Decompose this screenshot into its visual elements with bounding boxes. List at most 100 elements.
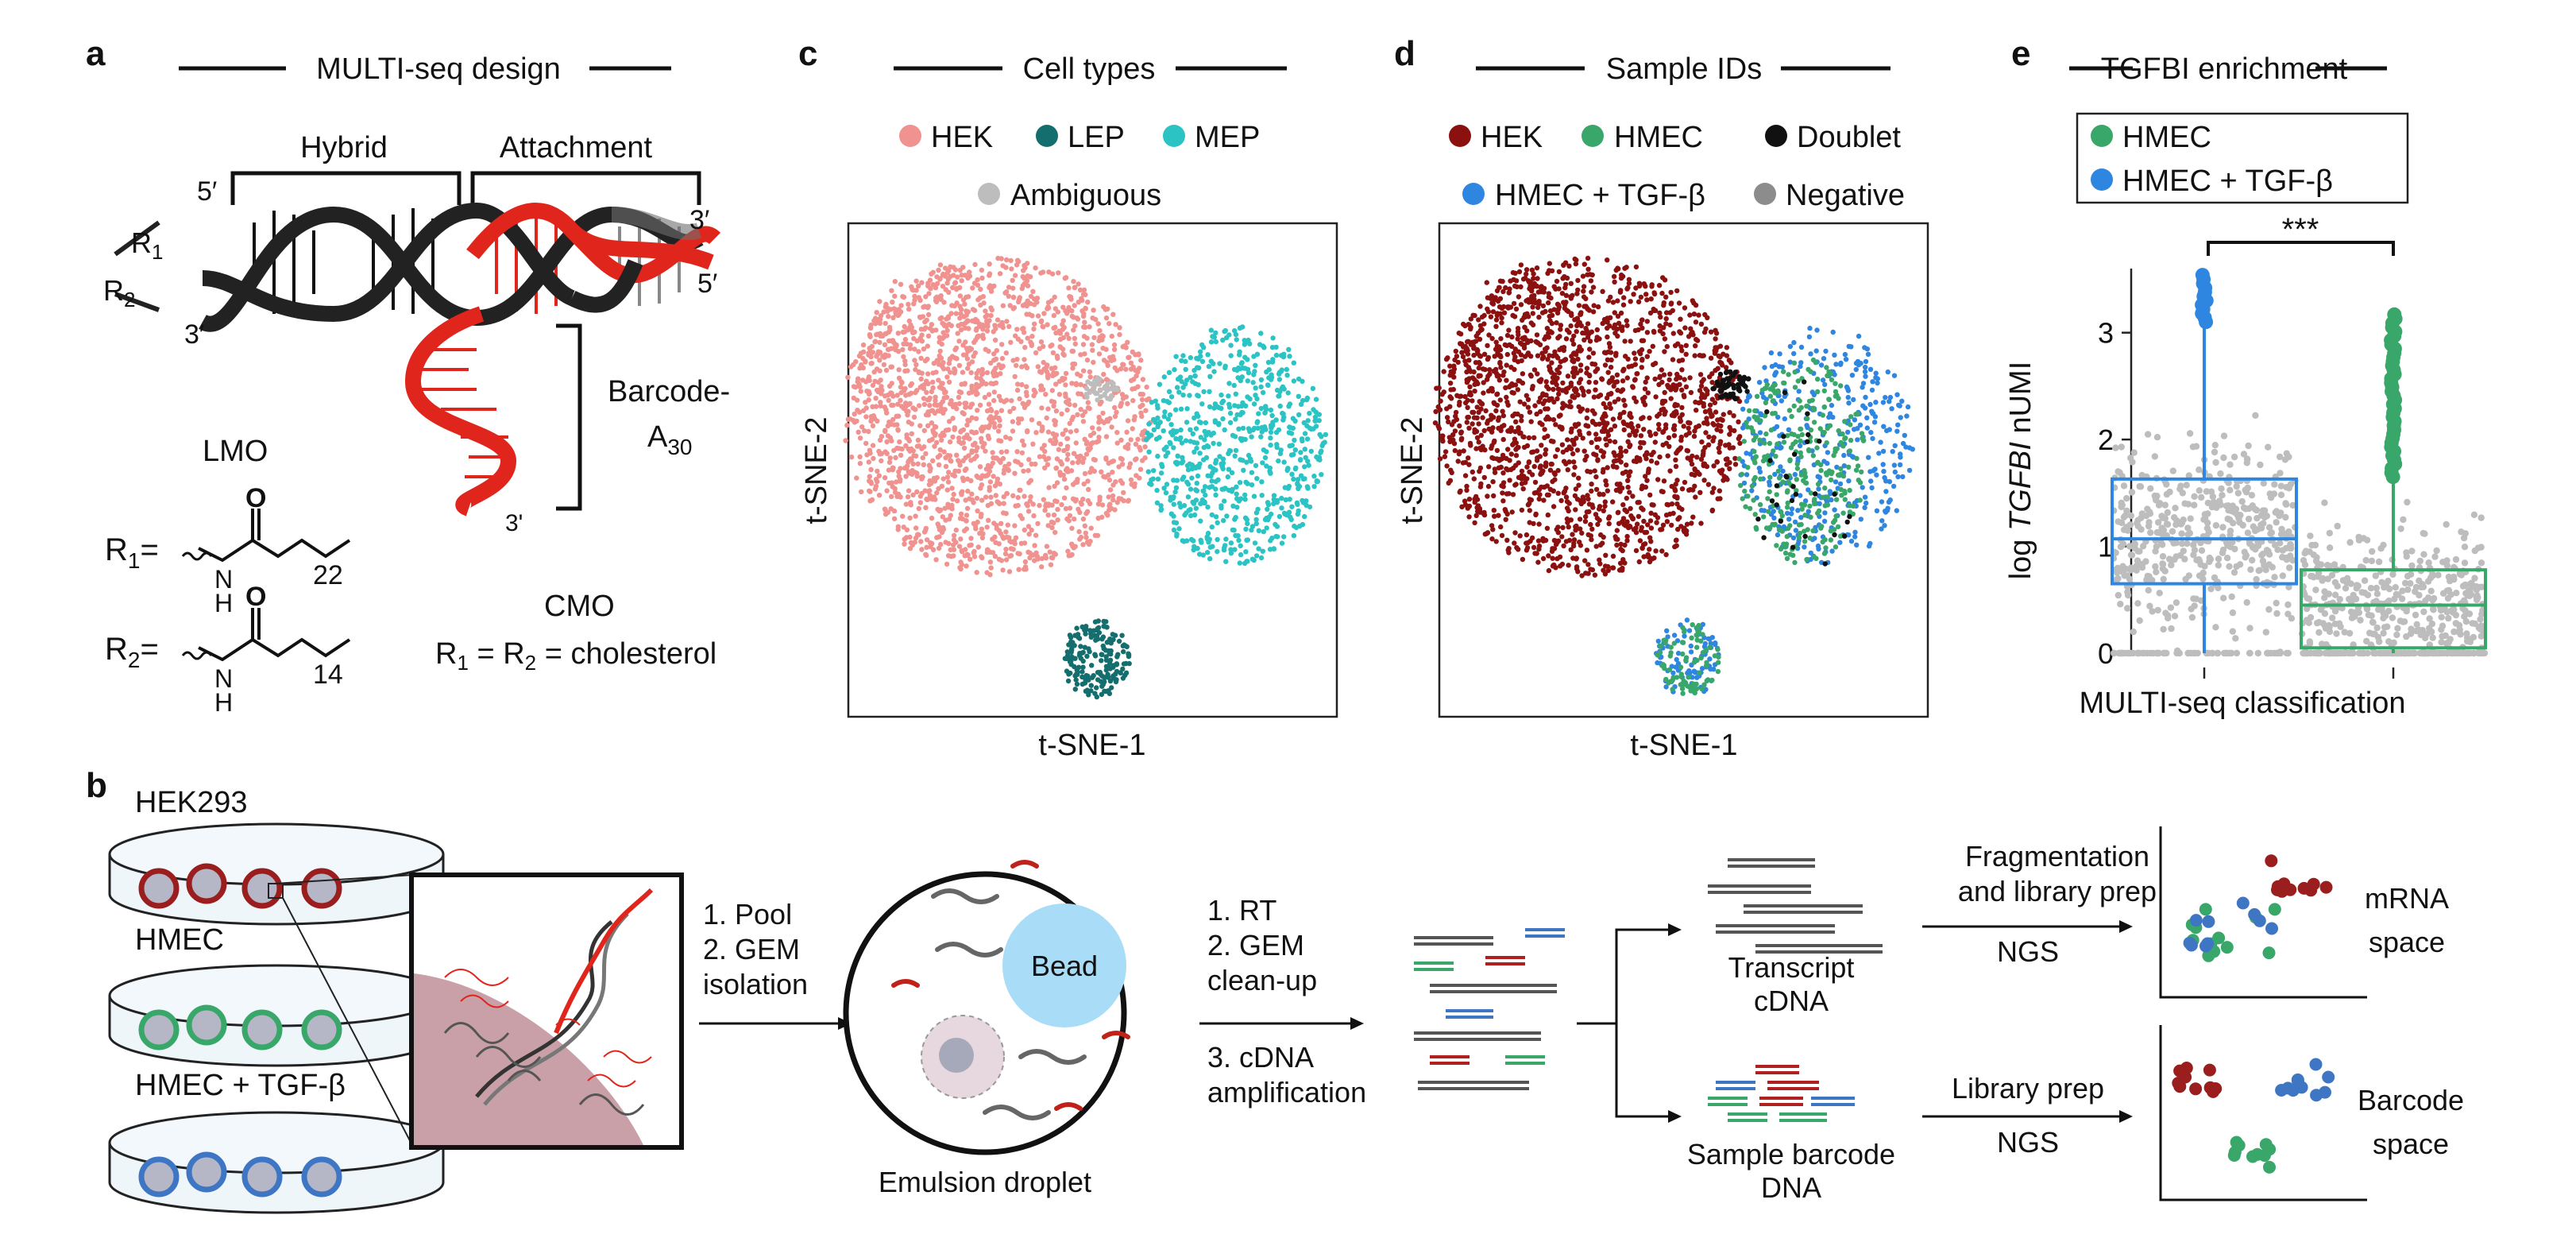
tsne-point-hek xyxy=(1587,346,1593,352)
tsne-point-hek xyxy=(1083,451,1090,457)
tsne-point-hek xyxy=(951,273,956,278)
tsne-point-hek xyxy=(930,379,936,385)
tsne-point-mep xyxy=(1289,471,1295,477)
tsne-point-hek xyxy=(869,361,875,366)
tsne-point-hek xyxy=(962,301,967,307)
tsne-point-hek xyxy=(1652,512,1658,517)
tsne-point-hek xyxy=(1453,413,1458,419)
tsne-point-hek xyxy=(1080,419,1087,424)
tsne-point-hek xyxy=(987,479,994,485)
tsne-point-hek xyxy=(892,279,898,284)
tsne-point-hek xyxy=(1519,418,1524,424)
tsne-point-hek xyxy=(972,350,979,356)
tsne-point-hek xyxy=(996,438,1002,443)
tsne-point-hek xyxy=(1638,433,1644,439)
tsne-point-mep xyxy=(1207,389,1212,394)
tsne-point-hek xyxy=(978,514,984,520)
tsne-point-hek xyxy=(904,465,910,470)
tsne-point-hek xyxy=(890,315,896,320)
tsne-point-hek xyxy=(1007,435,1013,442)
tsne-point-mep xyxy=(1260,460,1265,466)
tsne-point-hek xyxy=(1578,311,1584,317)
tsne-point-hek xyxy=(1580,330,1585,336)
tsne-point-hek xyxy=(878,313,884,319)
tsne-point-hek xyxy=(1709,413,1715,419)
tsne-point-mep xyxy=(1261,528,1267,535)
tsne-point-hek xyxy=(1618,275,1624,281)
tsne-point-hek xyxy=(1572,317,1578,323)
tsne-point-hek xyxy=(1624,462,1629,468)
tsne-point-hek xyxy=(1560,380,1566,386)
tsne-point-hek xyxy=(1505,428,1511,434)
tsne-point-hek xyxy=(1560,400,1566,406)
tsne-point-hek xyxy=(1598,532,1604,538)
tsne-point-hek xyxy=(1645,522,1651,528)
tsne-point-hek xyxy=(1693,319,1699,325)
tsne-point-mep xyxy=(1286,346,1292,352)
tsne-point-hek xyxy=(1462,498,1468,504)
tsne-point-hek xyxy=(1636,424,1641,429)
tsne-point-lep xyxy=(1106,648,1112,654)
tsne-point-hek xyxy=(913,525,919,531)
tsne-point-mep xyxy=(1215,548,1220,555)
tsne-point-mep xyxy=(1211,335,1218,340)
tsne-point-hek xyxy=(960,458,966,463)
tsne-point-hmec-tgfb xyxy=(1795,508,1801,513)
tsne-point-hek xyxy=(1613,487,1620,493)
tsne-point-hek xyxy=(912,358,917,363)
tsne-point-hek xyxy=(1534,265,1540,271)
tsne-point-hek xyxy=(1543,379,1549,385)
tsne-point-hek xyxy=(1060,318,1067,323)
tsne-point-hmec-tgfb xyxy=(1883,395,1888,400)
legend-label-hmec-d: HMEC xyxy=(1614,121,1703,154)
tsne-point-hek xyxy=(1644,451,1650,457)
tsne-point-mep xyxy=(1281,534,1287,540)
tsne-point-hek xyxy=(1555,386,1562,392)
tsne-point-hek xyxy=(1074,315,1080,321)
tsne-point-hek xyxy=(886,397,891,403)
tsne-point-hek xyxy=(962,381,967,387)
tsne-point-hek xyxy=(1531,520,1536,527)
tsne-point-hmec-tgfb xyxy=(1775,414,1781,420)
tsne-point-hek xyxy=(1651,291,1658,297)
tsne-point-hek xyxy=(1644,478,1650,483)
tsne-point-hek xyxy=(1665,453,1670,458)
tsne-point-hek xyxy=(991,389,998,395)
tsne-point-hek xyxy=(1727,466,1732,472)
tsne-point-hek xyxy=(1651,329,1657,335)
tsne-point-hek xyxy=(1612,279,1617,285)
tsne-point-hek xyxy=(1078,534,1084,540)
tsne-point-hek xyxy=(877,299,882,304)
tsne-point-hek xyxy=(1574,564,1580,570)
tsne-point-mep xyxy=(1287,354,1292,359)
tsne-point-hek xyxy=(1024,393,1029,398)
tsne-point-hek xyxy=(1014,387,1021,393)
tsne-point-hek xyxy=(933,398,938,404)
tsne-point-hek xyxy=(1500,413,1507,419)
tsne-point-ambiguous xyxy=(1102,392,1108,397)
tsne-point-hmec-tgfb xyxy=(1896,402,1902,408)
tsne-point-hek xyxy=(1501,310,1508,315)
tsne-point-hek xyxy=(944,561,950,567)
panel-d-scatter xyxy=(1432,255,1915,696)
tsne-point-mep xyxy=(1207,373,1213,379)
tsne-point-mep xyxy=(1180,353,1186,358)
tsne-point-hmec-tgfb xyxy=(1883,509,1889,515)
tsne-point-hek xyxy=(1069,525,1075,531)
tsne-point-hek xyxy=(1671,410,1677,416)
tsne-point-hek xyxy=(936,545,942,551)
tsne-point-hek xyxy=(1578,497,1583,504)
tsne-point-hek xyxy=(1737,440,1743,447)
tsne-point-hek xyxy=(1641,440,1647,446)
tsne-point-hek xyxy=(1130,397,1136,404)
tsne-point-mep xyxy=(1173,485,1180,490)
tsne-point-hek xyxy=(1637,458,1643,463)
tsne-point-hek xyxy=(1518,284,1524,290)
tsne-point-mep xyxy=(1161,428,1166,434)
tsne-point-mep xyxy=(1296,376,1302,382)
tsne-point-hek xyxy=(1091,335,1097,341)
tsne-point-mep xyxy=(1171,527,1177,533)
tsne-point-hek xyxy=(1105,362,1110,369)
tsne-point-hek xyxy=(1088,525,1094,531)
tsne-point-hek xyxy=(1531,463,1537,470)
